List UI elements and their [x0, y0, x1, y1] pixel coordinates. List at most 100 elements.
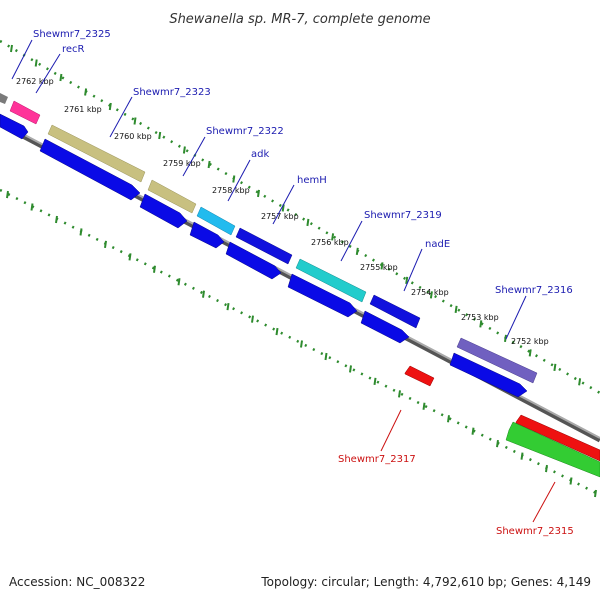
gene-label-shewmr7-2315[interactable]: Shewmr7_2315: [496, 526, 574, 537]
cds-arrow[interactable]: [449, 352, 528, 398]
major-tick: [55, 215, 58, 224]
major-tick: [479, 320, 483, 328]
major-tick: [422, 402, 426, 410]
kbp-label: 2760 kbp: [114, 132, 152, 141]
cds-arrow[interactable]: [39, 138, 141, 201]
major-tick: [520, 452, 524, 460]
cds-arrow[interactable]: [287, 273, 358, 318]
major-tick: [251, 315, 254, 323]
gene-bar-shewmr7-2316[interactable]: [456, 337, 538, 384]
gene-bar-nade[interactable]: [369, 294, 421, 329]
major-tick: [398, 390, 401, 398]
gene-bar-shewmr7-2325-prev[interactable]: [0, 93, 8, 104]
major-tick: [177, 278, 181, 286]
major-tick: [226, 303, 230, 311]
major-tick: [202, 290, 205, 298]
major-tick: [528, 349, 532, 357]
gene-bar-shewmr7-2317[interactable]: [404, 365, 435, 387]
gene-label-shewmr7-2319[interactable]: Shewmr7_2319: [364, 210, 442, 221]
gene-bar-shewmr7-2319[interactable]: [295, 258, 367, 303]
major-tick: [447, 415, 450, 423]
major-tick: [300, 340, 303, 348]
genome-summary-text: Topology: circular; Length: 4,792,610 bp…: [260, 575, 591, 589]
kbp-label: 2762 kbp: [16, 77, 54, 86]
major-tick: [373, 377, 377, 386]
gene-bar-hemh[interactable]: [235, 227, 293, 265]
gene-bar-shewmr7-2323[interactable]: [47, 124, 146, 183]
kbp-label: 2755 kbp: [360, 263, 398, 272]
major-tick: [324, 352, 328, 361]
major-tick: [158, 131, 162, 140]
major-tick: [553, 363, 557, 371]
major-tick: [133, 117, 137, 125]
major-tick: [471, 427, 475, 435]
major-tick: [496, 440, 499, 448]
major-tick: [257, 189, 260, 198]
gene-bar-recr[interactable]: [9, 100, 41, 125]
gene-label-adk[interactable]: adk: [251, 149, 269, 160]
major-tick: [306, 218, 310, 227]
major-tick: [578, 378, 582, 386]
major-tick: [59, 73, 63, 82]
major-tick: [79, 228, 83, 236]
major-tick: [104, 240, 107, 249]
major-tick: [108, 102, 112, 111]
kbp-label: 2757 kbp: [261, 212, 299, 221]
major-tick: [331, 233, 335, 241]
major-tick: [545, 464, 548, 473]
forward-gene-labels: Shewmr7_2325 recR Shewmr7_2323 Shewmr7_2…: [33, 29, 573, 296]
gene-label-shewmr7-2323[interactable]: Shewmr7_2323: [133, 87, 211, 98]
major-tick: [504, 334, 507, 342]
reverse-gene-features: [404, 365, 600, 478]
kbp-label: 2761 kbp: [64, 105, 102, 114]
gene-label-recr[interactable]: recR: [62, 44, 85, 55]
map-title: Shewanella sp. MR-7, complete genome: [169, 12, 430, 27]
gene-bar-shewmr7-2322[interactable]: [147, 179, 197, 214]
cds-arrow[interactable]: [360, 310, 410, 344]
major-tick: [207, 160, 211, 169]
gene-label-shewmr7-2325[interactable]: Shewmr7_2325: [33, 29, 111, 40]
gene-arrow-shewmr7-2315-cds[interactable]: [515, 414, 600, 462]
major-tick: [429, 291, 433, 299]
cds-arrow[interactable]: [0, 113, 29, 140]
cds-arrows: [0, 113, 528, 398]
cds-arrow[interactable]: [139, 193, 188, 229]
kbp-scale: 2762 kbp 2761 kbp 2760 kbp 2759 kbp 2758…: [16, 77, 549, 346]
kbp-label: 2759 kbp: [163, 159, 201, 168]
major-tick: [281, 204, 285, 212]
kbp-label: 2752 kbp: [511, 337, 549, 346]
major-tick: [10, 44, 13, 53]
major-tick: [405, 276, 409, 285]
cds-arrow[interactable]: [189, 221, 225, 249]
kbp-label: 2754 kbp: [411, 288, 449, 297]
major-tick: [454, 305, 458, 314]
kbp-label: 2758 kbp: [212, 186, 250, 195]
major-ticks: [6, 44, 597, 498]
reverse-gene-labels: Shewmr7_2317 Shewmr7_2315: [338, 454, 574, 537]
reverse-label-leaders: [380, 409, 556, 523]
kbp-label: 2753 kbp: [461, 313, 499, 322]
major-tick: [153, 265, 156, 273]
major-tick: [275, 327, 279, 336]
gene-bar-shewmr7-2315[interactable]: [505, 421, 600, 478]
major-tick: [84, 88, 88, 96]
accession-text: Accession: NC_008322: [9, 575, 145, 589]
gene-label-shewmr7-2316[interactable]: Shewmr7_2316: [495, 285, 573, 296]
major-tick: [128, 253, 132, 261]
forward-gene-features: [0, 93, 538, 384]
major-tick: [30, 203, 34, 211]
gene-label-shewmr7-2322[interactable]: Shewmr7_2322: [206, 126, 284, 137]
gene-label-nade[interactable]: nadE: [425, 239, 450, 250]
major-tick: [355, 247, 359, 256]
major-tick: [6, 190, 9, 199]
cds-arrow[interactable]: [225, 241, 282, 280]
gene-label-shewmr7-2317[interactable]: Shewmr7_2317: [338, 454, 416, 465]
major-tick: [182, 146, 186, 154]
major-tick: [34, 59, 38, 67]
forward-label-leaders: [11, 39, 527, 340]
inner-tick-rail: [0, 188, 600, 497]
gene-bar-adk[interactable]: [196, 206, 236, 236]
outer-tick-rail: [0, 39, 600, 395]
gene-label-hemh[interactable]: hemH: [297, 175, 327, 186]
